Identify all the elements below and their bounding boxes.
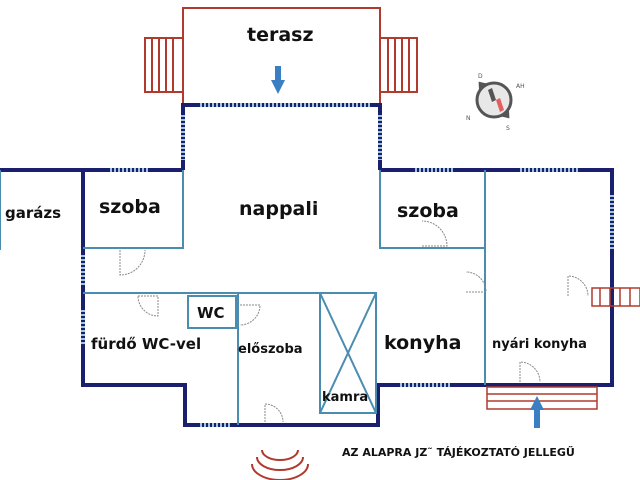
svg-text:S: S [506, 125, 510, 132]
entrance-signal-icon [251, 449, 309, 480]
room-label-nyari-konyha: nyári konyha [492, 337, 587, 352]
room-label-terasz: terasz [247, 24, 314, 46]
windows [81, 103, 614, 427]
svg-text:N: N [466, 115, 471, 122]
room-label-szoba-left: szoba [99, 196, 161, 218]
svg-text:AH: AH [516, 83, 525, 90]
room-label-konyha: konyha [384, 332, 462, 354]
inner-walls [0, 170, 486, 425]
stairs-bottom [486, 386, 598, 410]
terrace-stairs-right [379, 37, 418, 93]
room-label-furdo: fürdő WC-vel [91, 335, 202, 353]
compass-icon: D AH N S [466, 73, 525, 132]
room-label-nappali: nappali [239, 198, 319, 220]
room-label-szoba-right: szoba [397, 200, 459, 222]
arrow-up-icon [530, 396, 544, 428]
doors [119, 220, 589, 423]
stairs-right [591, 287, 640, 307]
disclaimer-note: AZ ALAPRA JZ˜ TÁJÉKOZTATÓ JELLEGŰ [342, 446, 575, 459]
room-label-kamra: kamra [322, 390, 369, 405]
room-label-garazs: garázs [5, 204, 62, 222]
room-label-eloszoba: előszoba [238, 342, 303, 357]
terrace-stairs-left [144, 37, 184, 93]
room-label-wc: WC [197, 304, 225, 322]
terrace [144, 7, 418, 106]
svg-text:D: D [478, 73, 483, 80]
arrow-down-icon [271, 66, 285, 94]
